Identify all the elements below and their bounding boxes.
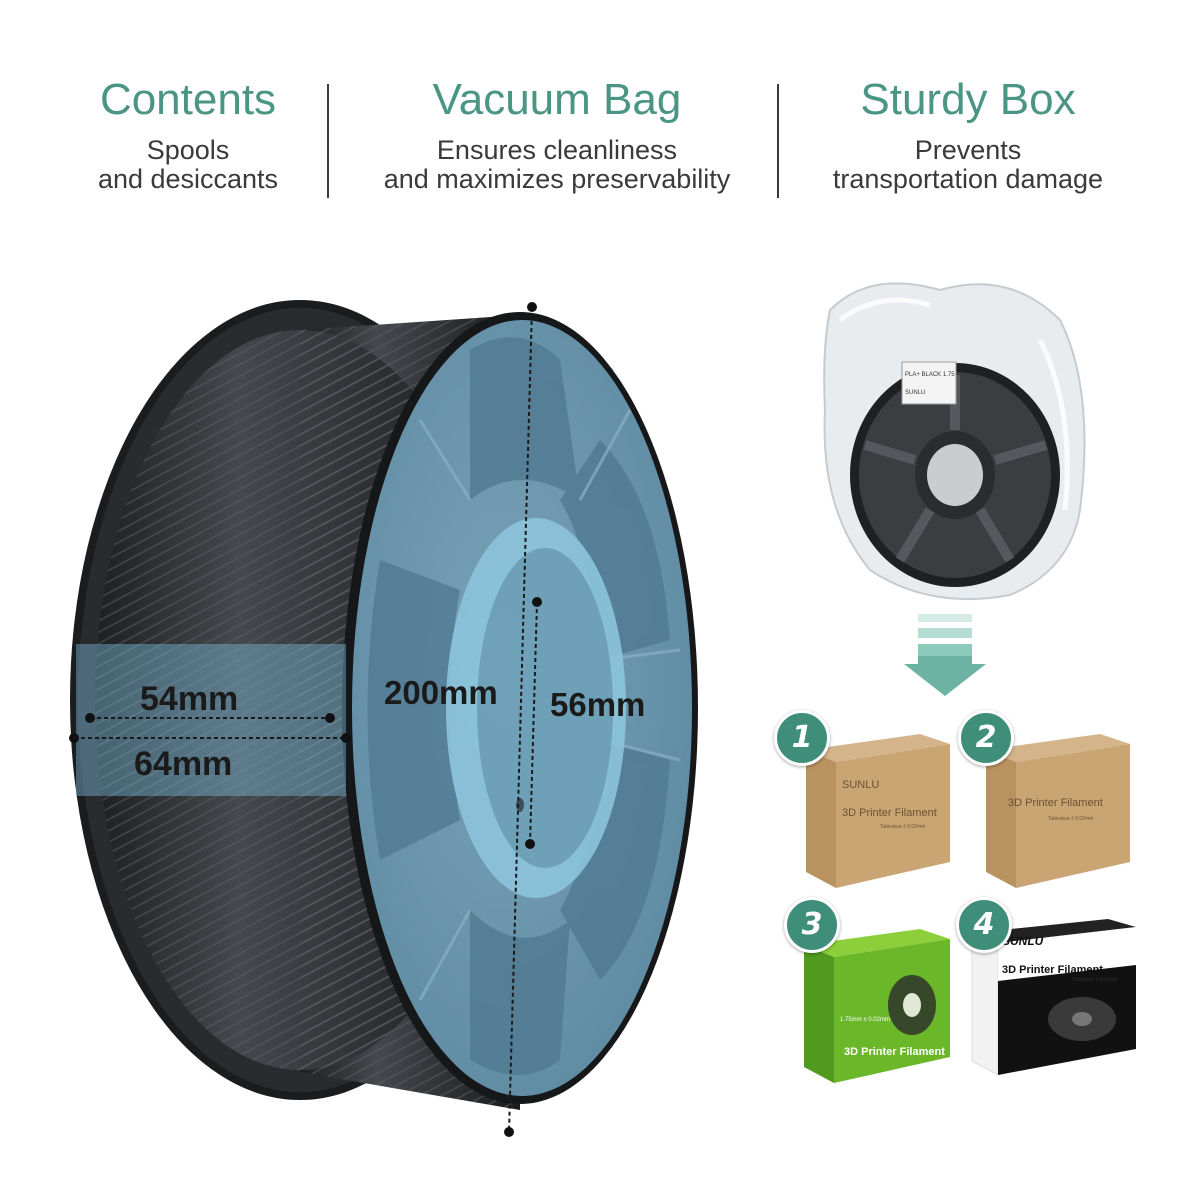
header-sturdy-box: Sturdy Box Prevents transportation damag… [800,78,1136,194]
box-option-4: SUNLU 3D Printer Filament Tolerance ± 0.… [956,897,1138,1076]
badge-2: 2 [958,710,1014,766]
sturdy-box-description: Prevents transportation damage [800,136,1136,194]
box-option-3: 1.75mm ± 0.02mm 3D Printer Filament 3 [784,897,952,1083]
sturdy-box-line1: Prevents [914,135,1022,165]
kraft-box-2-icon: 3D Printer Filament Tolerance ± 0.02mm [986,734,1130,888]
box-3-spec: 1.75mm ± 0.02mm [840,1017,890,1023]
bag-label-line2: SUNLU [905,390,925,396]
down-arrow-icon [904,614,986,696]
box-2-product: 3D Printer Filament [1008,797,1103,809]
sturdy-box-title: Sturdy Box [860,75,1076,124]
sturdy-box-line2: transportation damage [832,164,1104,194]
header-divider-right [777,84,779,198]
header-divider-left [327,84,329,198]
contents-line1: Spools [146,135,230,165]
outer-diameter-label: 200mm [384,674,498,711]
vacuum-bag-line2: and maximizes preservability [383,164,731,194]
inner-width-label: 54mm [140,680,238,718]
bag-label [901,361,957,405]
box-2-spec: Tolerance ± 0.02mm [1048,816,1093,822]
badge-3: 3 [784,897,840,953]
vacuum-bag-spool-photo: PLA+ BLACK 1.75 SUNLU [823,282,1086,601]
header-vacuum-bag: Vacuum Bag Ensures cleanliness and maxim… [345,78,769,194]
box-4-product: 3D Printer Filament [1002,964,1103,976]
width-highlight-band [76,644,346,796]
box-4-brand: SUNLU [1002,934,1044,948]
outer-width-dimension [69,733,351,743]
filament-spool-illustration: 54mm 64mm 200mm 56mm [69,300,698,1137]
vacuum-bag-line1: Ensures cleanliness [436,135,678,165]
contents-title: Contents [99,75,277,124]
badge-1: 1 [774,710,830,766]
badge-4: 4 [956,897,1012,953]
black-white-box-icon: SUNLU 3D Printer Filament Tolerance ± 0.… [971,919,1136,1076]
box-1-product: 3D Printer Filament [842,807,937,819]
box-1-brand: SUNLU [842,779,879,791]
vacuum-bag-description: Ensures cleanliness and maximizes preser… [345,136,769,194]
bag-label-line1: PLA+ BLACK 1.75 [905,372,955,378]
box-3-product: 3D Printer Filament [844,1046,945,1058]
hub-diameter-dimension [525,597,542,849]
box-1-spec: Tolerance ± 0.02mm [880,824,925,830]
box-option-1: SUNLU 3D Printer Filament Tolerance ± 0.… [774,710,952,888]
inner-width-dimension [85,713,335,723]
outer-diameter-dimension [504,302,537,1137]
kraft-box-1-icon: SUNLU 3D Printer Filament Tolerance ± 0.… [806,734,950,888]
vacuum-bag-title: Vacuum Bag [432,75,682,124]
contents-description: Spools and desiccants [58,136,318,194]
contents-line2: and desiccants [97,164,279,194]
box-option-2: 3D Printer Filament Tolerance ± 0.02mm 2 [958,710,1132,888]
hub-diameter-label: 56mm [550,686,645,723]
box-4-spec: Tolerance ± 0.02mm [1072,977,1117,983]
header-contents: Contents Spools and desiccants [58,78,318,194]
outer-width-label: 64mm [134,745,232,783]
green-box-icon: 1.75mm ± 0.02mm 3D Printer Filament [804,929,950,1083]
